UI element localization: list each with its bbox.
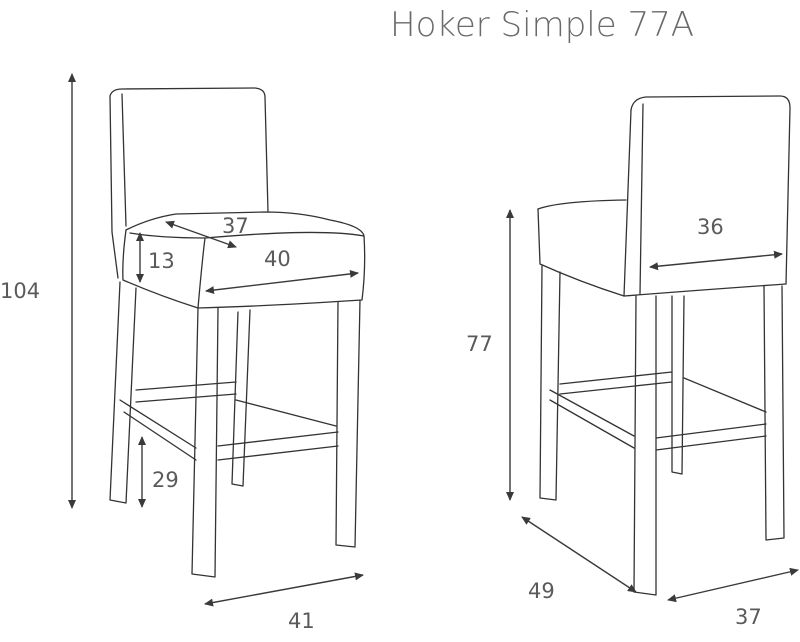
stretcher-right-2 xyxy=(683,377,767,413)
arrow-leg-width xyxy=(204,572,364,607)
stretcher-side xyxy=(119,399,197,461)
label-seat-width: 40 xyxy=(264,247,291,271)
stool-front-view: 104 37 40 13 29 41 xyxy=(0,73,366,633)
stretcher-front xyxy=(217,431,339,461)
arrow-depth xyxy=(521,516,637,593)
backrest-back xyxy=(630,95,791,285)
label-cushion-height: 13 xyxy=(148,249,175,273)
label-seat-height: 77 xyxy=(466,332,493,356)
seat-bottom-back xyxy=(623,283,787,297)
stretcher-back-2 xyxy=(655,423,767,451)
stretcher-left-2 xyxy=(549,389,635,449)
stretcher-back xyxy=(135,381,237,403)
backrest-back-left-edge xyxy=(623,109,632,297)
leg-front-right xyxy=(335,299,361,548)
label-seat-depth: 37 xyxy=(222,214,249,238)
arrow-seat-width xyxy=(205,269,359,295)
label-depth: 49 xyxy=(528,579,555,603)
arrow-width xyxy=(667,567,799,603)
leg-front-left xyxy=(191,307,219,578)
label-width: 37 xyxy=(735,605,762,629)
seat-front xyxy=(197,235,366,309)
leg-back-left-2 xyxy=(633,295,657,596)
label-total-height: 104 xyxy=(0,279,40,303)
stool-back-view: 36 77 49 37 xyxy=(466,95,799,629)
label-footrest-height: 29 xyxy=(152,468,179,492)
seat-side-back xyxy=(537,208,625,297)
arrow-seat-depth xyxy=(165,220,237,249)
arrow-back-width xyxy=(649,250,783,271)
leg-front-left-2 xyxy=(539,265,561,501)
product-title: Hoker Simple 77A xyxy=(390,5,694,45)
leg-back-right-2 xyxy=(763,285,785,541)
label-back-width: 36 xyxy=(697,215,724,239)
leg-back-right xyxy=(231,309,251,487)
backrest-front xyxy=(109,87,269,213)
leg-back-left xyxy=(109,281,137,504)
leg-front-right-2 xyxy=(671,295,685,475)
label-leg-width: 41 xyxy=(288,609,315,633)
seat-top-back xyxy=(537,199,627,210)
seat-side xyxy=(122,229,199,309)
backrest-back-inner xyxy=(639,103,644,295)
stretcher-front-2 xyxy=(559,371,673,395)
backrest-left-edge xyxy=(109,95,119,279)
stretcher-front-inner xyxy=(235,399,337,427)
backrest-inner-edge xyxy=(121,93,127,227)
